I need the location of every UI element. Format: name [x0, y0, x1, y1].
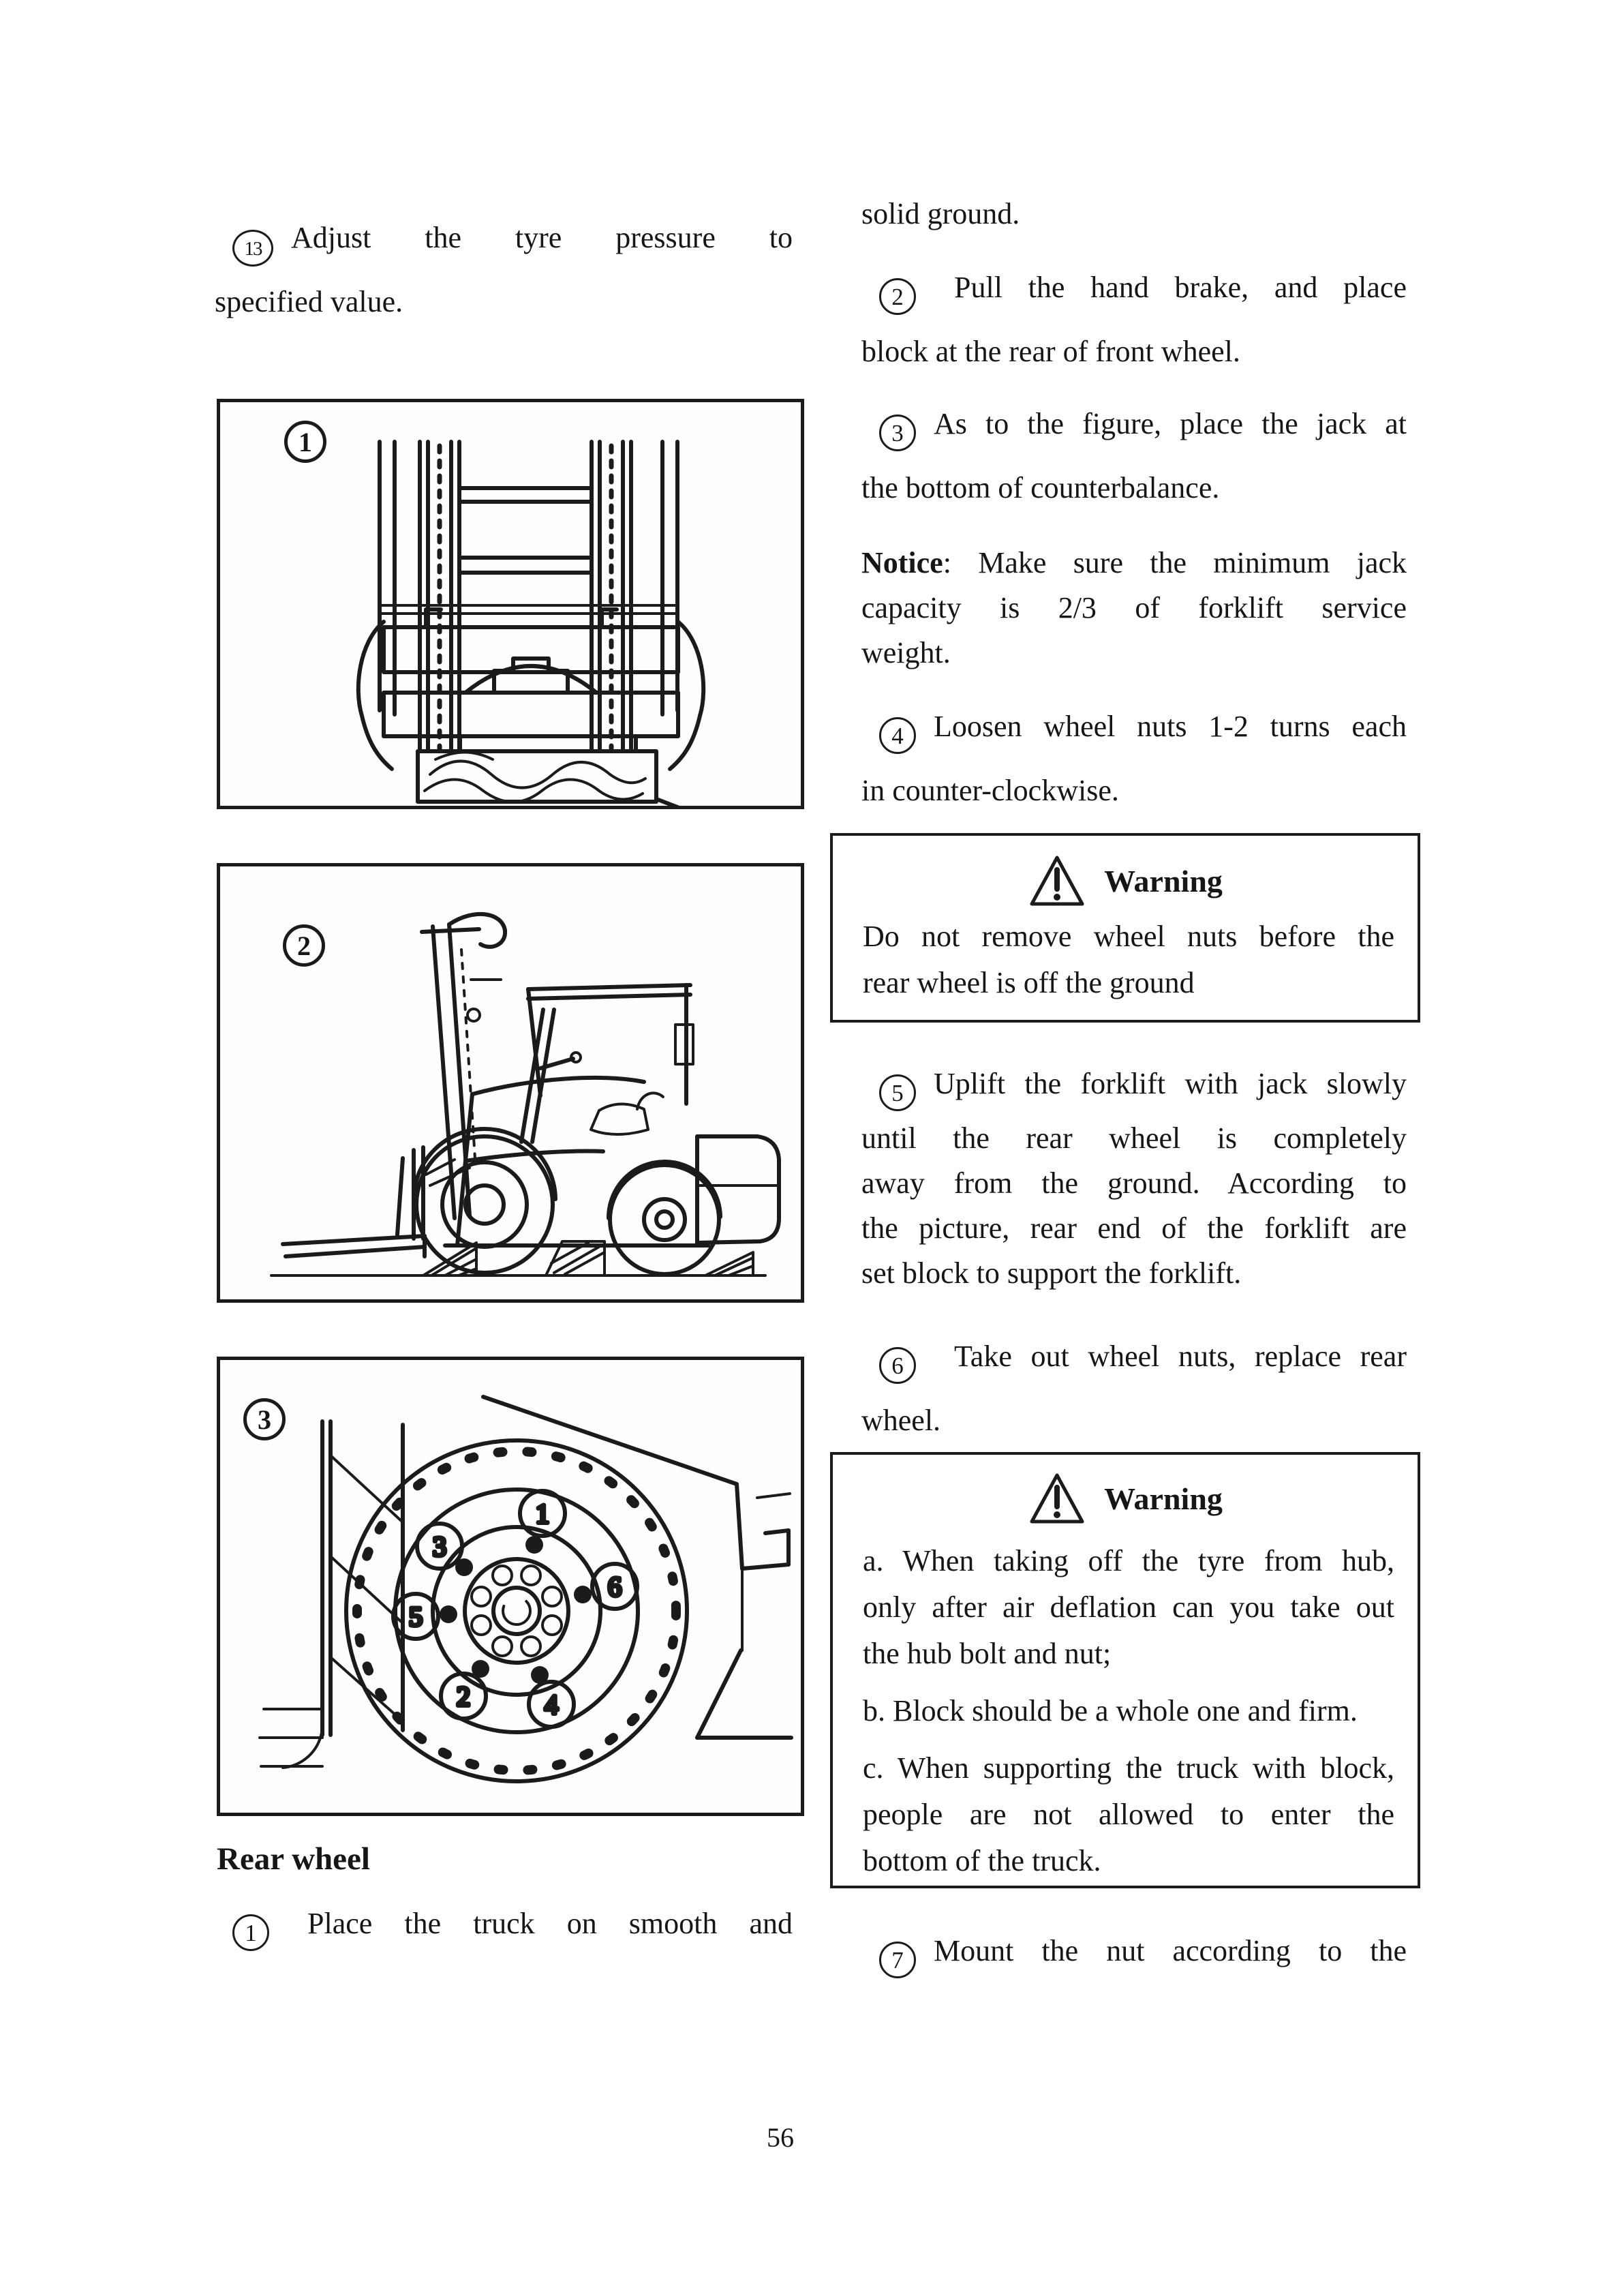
page-number: 56: [767, 2122, 794, 2153]
forklift-side-view-drawing: [270, 911, 781, 1277]
item-5-line-3: away from the ground. According to: [861, 1166, 1407, 1200]
body-and-counterweight: [411, 1076, 781, 1248]
warning-2-b-line-1: b. Block should be a whole one and firm.: [863, 1694, 1358, 1727]
figure-3-rear-wheel: 1 3 6 5 2 4 3: [217, 1357, 804, 1816]
nut-order-1: 1: [536, 1498, 549, 1529]
nut-order-5: 5: [409, 1601, 423, 1632]
fork-leg: [258, 1419, 405, 1769]
warning-2-c-line-2: people are not allowed to enter the: [863, 1798, 1394, 1831]
warning-2-a-line-3: the hub bolt and nut;: [863, 1637, 1112, 1670]
nut-order-labels: 1 3 6 5 2 4: [391, 1489, 639, 1729]
seat: [590, 1091, 664, 1136]
warning-1-line-2: rear wheel is off the ground: [863, 966, 1195, 999]
circled-number-4: 4: [879, 717, 916, 754]
mast-chain-columns: [418, 440, 633, 753]
cab-frame: [519, 983, 694, 1144]
item-3-line-2: the bottom of counterbalance.: [861, 471, 1220, 504]
warning-2-c-line-1: c. When supporting the truck with block,: [863, 1751, 1394, 1785]
warning-2-item-a: a. When taking off the tyre from hub, on…: [833, 1538, 1418, 1677]
warning-1-header: Warning: [833, 848, 1418, 913]
warning-2-a-line-1: a. When taking off the tyre from hub,: [863, 1544, 1394, 1577]
circled-number-2: 2: [879, 278, 916, 315]
warning-2-item-b: b. Block should be a whole one and firm.: [833, 1688, 1418, 1734]
item-2-line-2: block at the rear of front wheel.: [861, 335, 1240, 368]
notice-line-2: capacity is 2/3 of forklift service: [861, 591, 1407, 624]
tire: [344, 1438, 689, 1783]
figure-2-forklift-side-view: 2: [217, 863, 804, 1303]
item-6-line-2: wheel.: [861, 1404, 941, 1437]
item-5-line-2: until the rear wheel is completely: [861, 1121, 1407, 1155]
mast-and-forks: [281, 911, 508, 1258]
mast-front-view-drawing: [356, 440, 706, 806]
warning-triangle-icon: [1030, 1473, 1084, 1524]
paragraph-notice: Notice: Make sure the minimum jack capac…: [861, 541, 1407, 676]
support-blocks: [422, 1240, 754, 1277]
nut-order-4: 4: [545, 1689, 558, 1720]
wooden-block: [416, 749, 680, 806]
warning-2-a-line-2: only after air deflation can you take ou…: [863, 1590, 1394, 1624]
figure-1-mast-front-view: 1: [217, 399, 804, 809]
figure-2-label: 2: [283, 924, 325, 967]
warning-1-title: Warning: [1104, 863, 1223, 898]
circled-number-1: 1: [232, 1914, 269, 1951]
circled-number-5: 5: [879, 1074, 916, 1111]
item-5-line-4: the picture, rear end of the forklift ar…: [861, 1211, 1407, 1245]
warning-2-item-c: c. When supporting the truck with block,…: [833, 1745, 1418, 1884]
warning-box-1: Warning Do not remove wheel nuts before …: [830, 833, 1420, 1023]
carriage-bars: [382, 607, 680, 753]
warning-1-line-1: Do not remove wheel nuts before the: [863, 920, 1394, 953]
nut-order-3: 3: [433, 1531, 446, 1562]
figure-3-label: 3: [243, 1398, 286, 1440]
truck-body-corner: [481, 1395, 793, 1740]
circled-number-7: 7: [879, 1942, 916, 1978]
warning-box-2: Warning a. When taking off the tyre from…: [830, 1452, 1420, 1888]
item-5-line-5: set block to support the forklift.: [861, 1256, 1242, 1290]
circled-number-6: 6: [879, 1347, 916, 1384]
mast-crossbars: [378, 486, 679, 615]
hub: [463, 1557, 570, 1665]
warning-2-title: Warning: [1104, 1481, 1223, 1516]
item-1-continuation-line: solid ground.: [861, 197, 1020, 230]
figure-1-label: 1: [284, 421, 326, 463]
nut-order-6: 6: [608, 1571, 622, 1602]
notice-line-3: weight.: [861, 636, 951, 669]
notice-line-1: Notice: Make sure the minimum jack: [861, 546, 1407, 579]
warning-2-header: Warning: [833, 1466, 1418, 1531]
nut-order-2: 2: [457, 1681, 470, 1712]
item-4-line-2: in counter-clockwise.: [861, 774, 1119, 807]
warning-2-c-line-3: bottom of the truck.: [863, 1844, 1101, 1877]
item-13-line-2: specified value.: [215, 285, 403, 318]
notice-label: Notice: [861, 546, 943, 579]
caption-rear-wheel: Rear wheel: [217, 1841, 370, 1877]
circled-number-3: 3: [879, 414, 916, 451]
rear-wheel-drawing: 1 3 6 5 2 4: [258, 1395, 793, 1783]
hub-nuts: [440, 1536, 592, 1684]
side-tires: [356, 620, 706, 771]
circled-number-13: 13: [232, 230, 273, 267]
warning-triangle-icon: [1030, 856, 1084, 906]
paragraph-item-1-continuation: solid ground.: [861, 192, 1407, 237]
warning-1-text: Do not remove wheel nuts before the rear…: [833, 913, 1418, 1006]
